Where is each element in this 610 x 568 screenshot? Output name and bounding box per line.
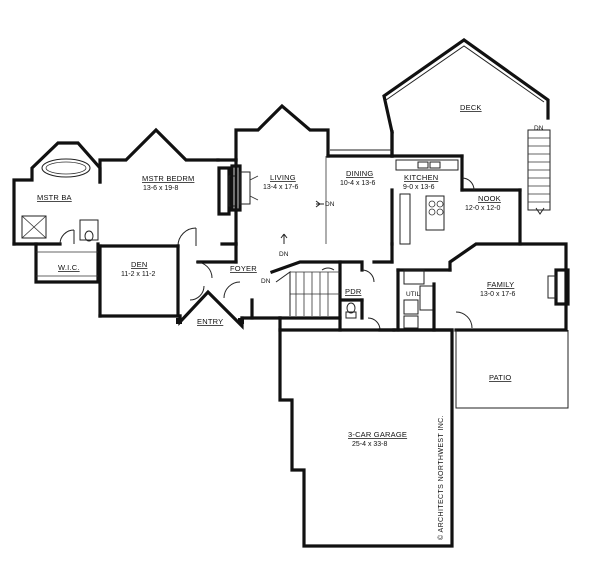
pdr-label: PDR <box>345 287 362 296</box>
deck-outline <box>330 45 545 151</box>
util-label: UTIL <box>406 291 420 298</box>
den-dims: 11-2 x 11-2 <box>121 271 155 278</box>
family-label: FAMILY <box>487 280 514 289</box>
nook-dims: 12-0 x 12-0 <box>465 205 501 212</box>
master-bath-fixtures <box>21 158 99 277</box>
den-foyer-walls <box>176 242 282 330</box>
dining-label: DINING <box>346 169 373 178</box>
patio-outline <box>455 330 569 409</box>
mstr-bedrm-label: MSTR BEDRM <box>142 174 194 183</box>
kitchen-dims: 9-0 x 13-6 <box>403 184 435 191</box>
dining-dn-label: DN <box>325 201 335 208</box>
family-dims: 13-0 x 17-6 <box>480 291 516 298</box>
foyer-stairs <box>269 260 342 320</box>
foyer-dn-label: DN <box>261 278 271 285</box>
den-label: DEN <box>131 260 147 269</box>
dining-dn-marker: DN <box>315 200 335 208</box>
dining-dims: 10-4 x 13-6 <box>340 180 376 187</box>
entry-label: ENTRY <box>197 317 223 326</box>
kitchen-fixtures <box>395 159 475 245</box>
mstr-bedrm-dims: 13-6 x 19-8 <box>143 185 179 192</box>
living-dn-marker: DN <box>279 233 289 258</box>
mstr-ba-label: MSTR BA <box>37 193 72 202</box>
patio-label: PATIO <box>489 373 511 382</box>
deck-dn-label: DN <box>534 125 544 132</box>
foyer-label: FOYER <box>230 264 257 273</box>
master-wing-walls <box>12 127 238 318</box>
kitchen-label: KITCHEN <box>404 173 438 182</box>
entry-columns <box>176 318 244 324</box>
copyright-text: © ARCHITECTS NORTHWEST INC. <box>437 415 445 540</box>
nook-label: NOOK <box>478 194 501 203</box>
garage-label: 3-CAR GARAGE <box>348 430 407 439</box>
living-fireplace <box>230 164 259 212</box>
main-walls <box>220 38 550 246</box>
living-dims: 13-4 x 17-6 <box>263 184 299 191</box>
deck-label: DECK <box>460 103 482 112</box>
living-dn-label: DN <box>279 251 289 258</box>
wic-label: W.I.C. <box>58 263 80 272</box>
living-label: LIVING <box>270 173 296 182</box>
garage-walls <box>278 316 454 548</box>
deck-stairs <box>527 129 551 215</box>
family-walls <box>448 242 570 332</box>
garage-dims: 25-4 x 33-8 <box>352 441 388 448</box>
